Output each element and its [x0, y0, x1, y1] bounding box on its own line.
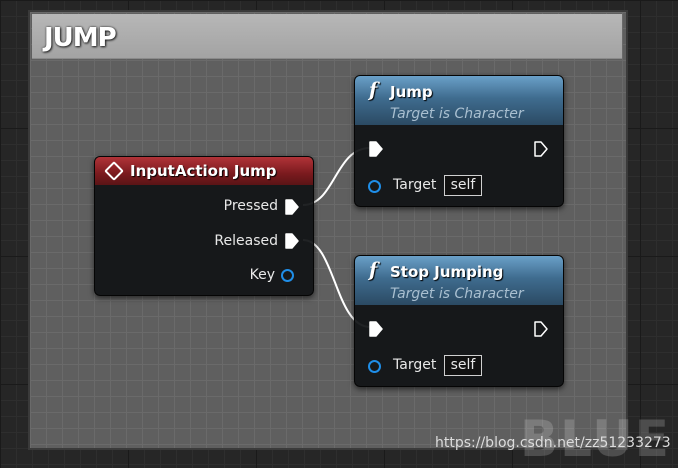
pressed-pin-label: Pressed — [223, 198, 278, 214]
key-data-pin[interactable] — [281, 269, 294, 282]
stop-jumping-node-title: Stop Jumping — [390, 263, 504, 281]
jump-target-self-field[interactable]: self — [444, 175, 482, 196]
jump-node-title: Jump — [390, 83, 433, 101]
stop-jumping-node-subtitle: Target is Character — [390, 286, 524, 302]
stop-jumping-exec-out-pin[interactable] — [533, 320, 549, 338]
jump-exec-in-pin[interactable] — [368, 140, 384, 158]
pressed-exec-pin[interactable] — [284, 198, 300, 216]
released-exec-pin[interactable] — [284, 232, 300, 250]
jump-function-node[interactable]: f Jump Target is Character Target self — [354, 75, 564, 207]
jump-exec-out-pin[interactable] — [533, 140, 549, 158]
stop-jumping-target-label: Target — [393, 357, 437, 373]
watermark-url: https://blog.csdn.net/zz51233273 — [435, 435, 671, 451]
function-icon: f — [369, 259, 378, 281]
jump-target-pin[interactable] — [368, 180, 381, 193]
jump-node-header: f Jump Target is Character — [355, 76, 563, 125]
watermark-logo: BLUE — [520, 410, 671, 468]
comment-header[interactable]: JUMP — [32, 14, 622, 59]
stop-jumping-function-node[interactable]: f Stop Jumping Target is Character Targe… — [354, 255, 564, 387]
event-node-header: InputAction Jump — [95, 157, 313, 185]
function-icon: f — [369, 79, 378, 101]
stop-jumping-target-pin[interactable] — [368, 360, 381, 373]
released-pin-label: Released — [214, 233, 278, 249]
stop-jumping-node-header: f Stop Jumping Target is Character — [355, 256, 563, 305]
jump-target-label: Target — [393, 177, 437, 193]
input-action-jump-node[interactable]: InputAction Jump Pressed Released Key — [94, 156, 314, 296]
event-diamond-icon — [104, 161, 124, 181]
key-pin-label: Key — [249, 267, 275, 283]
comment-title: JUMP — [44, 23, 117, 53]
event-node-title: InputAction Jump — [130, 162, 277, 180]
jump-node-subtitle: Target is Character — [390, 106, 524, 122]
stop-jumping-exec-in-pin[interactable] — [368, 320, 384, 338]
stop-jumping-target-self-field[interactable]: self — [444, 355, 482, 376]
